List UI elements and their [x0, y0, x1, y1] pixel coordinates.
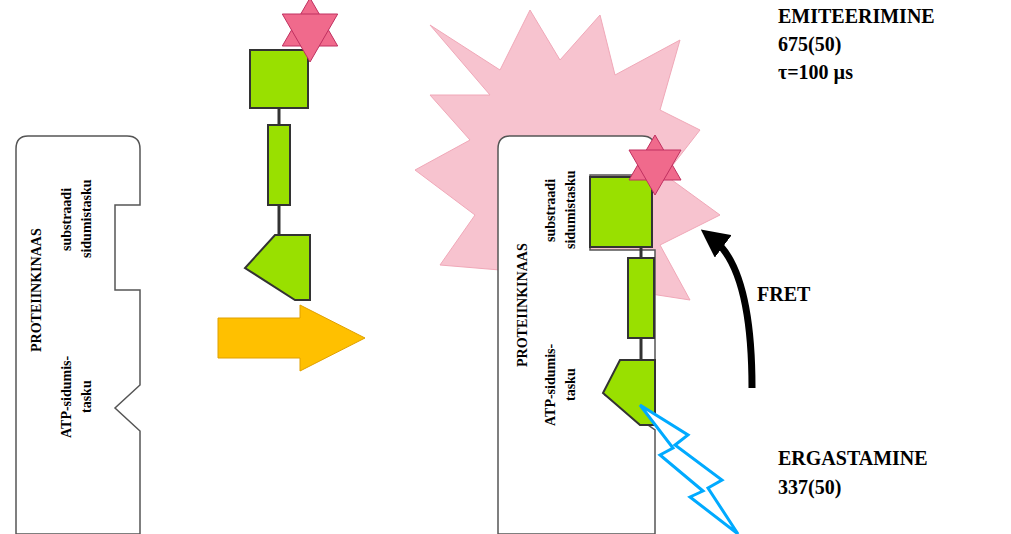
- pocket-label: ATP-sidumis- tasku: [541, 335, 581, 435]
- fret-arrow: [712, 238, 752, 388]
- reaction-arrow: [218, 305, 365, 371]
- annotation-label: 337(50): [778, 476, 841, 499]
- pocket-label: substraadi sidumistasku: [541, 160, 581, 260]
- annotation-label: τ=100 µs: [778, 61, 853, 84]
- free-probe: [245, 0, 338, 300]
- kinase-name: PROTEIINKINAAS: [513, 230, 533, 380]
- annotation-label: EMITEERIMINE: [778, 5, 935, 28]
- annotation-label: 675(50): [778, 33, 841, 56]
- excitation-lightning: [640, 405, 738, 534]
- kinase-name: PROTEIINKINAAS: [27, 215, 47, 365]
- protein-kinase: PROTEIINKINAAS substraadi sidumistaskuATP…: [15, 135, 142, 534]
- bound-probe: [590, 135, 681, 425]
- annotation-label: FRET: [757, 283, 810, 306]
- annotation-label: ERGASTAMINE: [778, 447, 928, 470]
- pocket-label: substraadi sidumistasku: [57, 163, 97, 275]
- pocket-label: ATP-sidumis- tasku: [57, 347, 97, 447]
